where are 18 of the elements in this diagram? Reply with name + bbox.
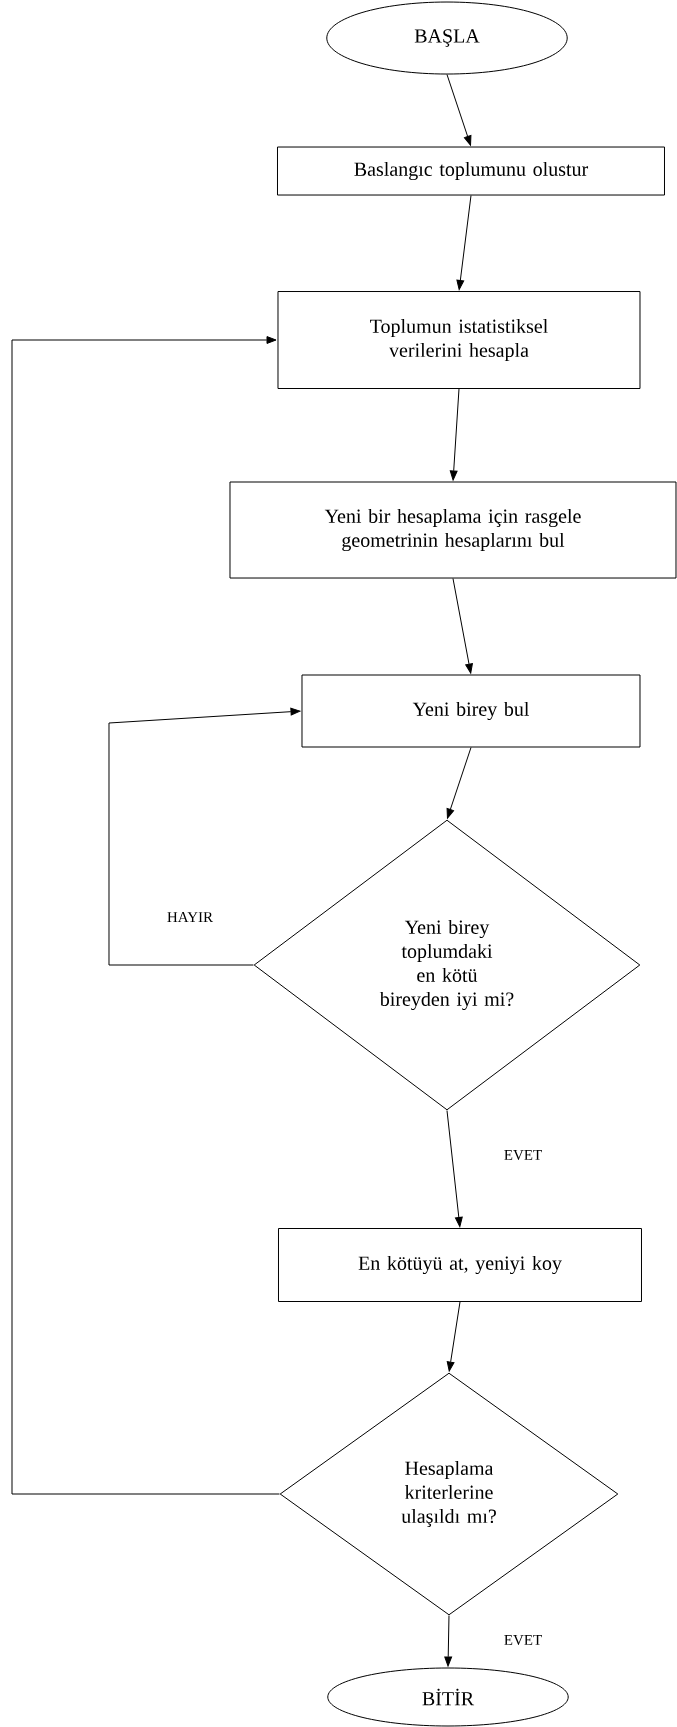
edge-label: EVET bbox=[502, 1149, 544, 1162]
arrow bbox=[452, 578, 473, 674]
process-box: Baslangıc toplumunu olustur bbox=[277, 146, 665, 196]
arrow bbox=[11, 336, 280, 1495]
edge-label: EVET bbox=[502, 1634, 544, 1647]
arrow bbox=[456, 195, 472, 291]
edge-label: HAYIR bbox=[165, 911, 215, 923]
arrow bbox=[446, 74, 472, 146]
arrow bbox=[444, 1615, 453, 1667]
arrow bbox=[449, 388, 460, 481]
process-box: Yeni birey bul bbox=[301, 674, 641, 748]
process-box: En kötüyü at, yeniyi koy bbox=[278, 1228, 642, 1302]
process-box: Toplumun istatistiksel verilerini hesapla bbox=[277, 291, 641, 389]
process-box: Yeni bir hesaplama için rasgele geometrinin hesaplarını bul bbox=[229, 481, 677, 579]
arrow bbox=[446, 747, 472, 819]
arrow bbox=[108, 707, 301, 966]
arrow bbox=[446, 1110, 463, 1228]
arrow bbox=[446, 1301, 461, 1372]
